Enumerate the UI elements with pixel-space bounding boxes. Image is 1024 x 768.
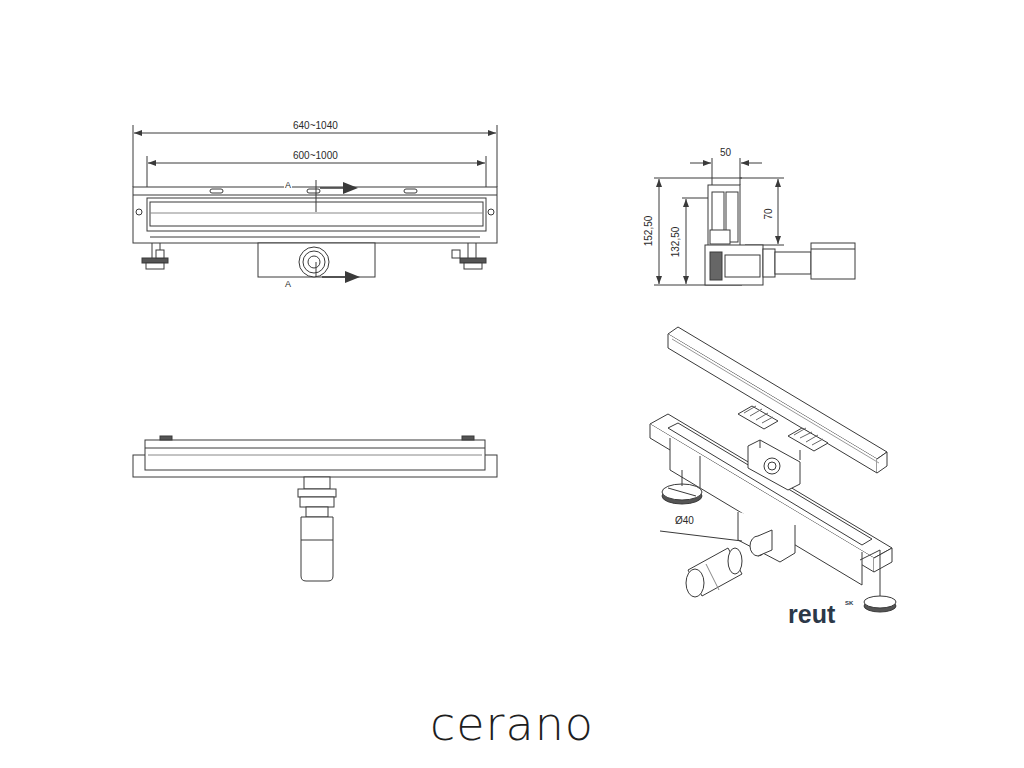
dimension-label: 132,50 bbox=[671, 226, 681, 259]
drain-top-view bbox=[133, 180, 497, 283]
exploded-isometric-view bbox=[650, 327, 896, 612]
section-mark: A bbox=[284, 181, 292, 190]
section-mark: A bbox=[284, 280, 292, 289]
section-view bbox=[654, 158, 855, 285]
dimension-label: 70 bbox=[764, 207, 774, 220]
diameter-label: Ø40 bbox=[674, 516, 695, 526]
dimension-label: 50 bbox=[719, 148, 732, 158]
drain-front-view bbox=[133, 436, 497, 581]
dimension-label: 152,50 bbox=[644, 215, 654, 248]
brand-name: cerano bbox=[429, 701, 595, 747]
brand-country: SK bbox=[844, 600, 854, 606]
brand-logo: reut bbox=[787, 602, 836, 627]
dimension-label: 640~1040 bbox=[292, 121, 339, 131]
dimension-label: 600~1000 bbox=[292, 151, 339, 161]
